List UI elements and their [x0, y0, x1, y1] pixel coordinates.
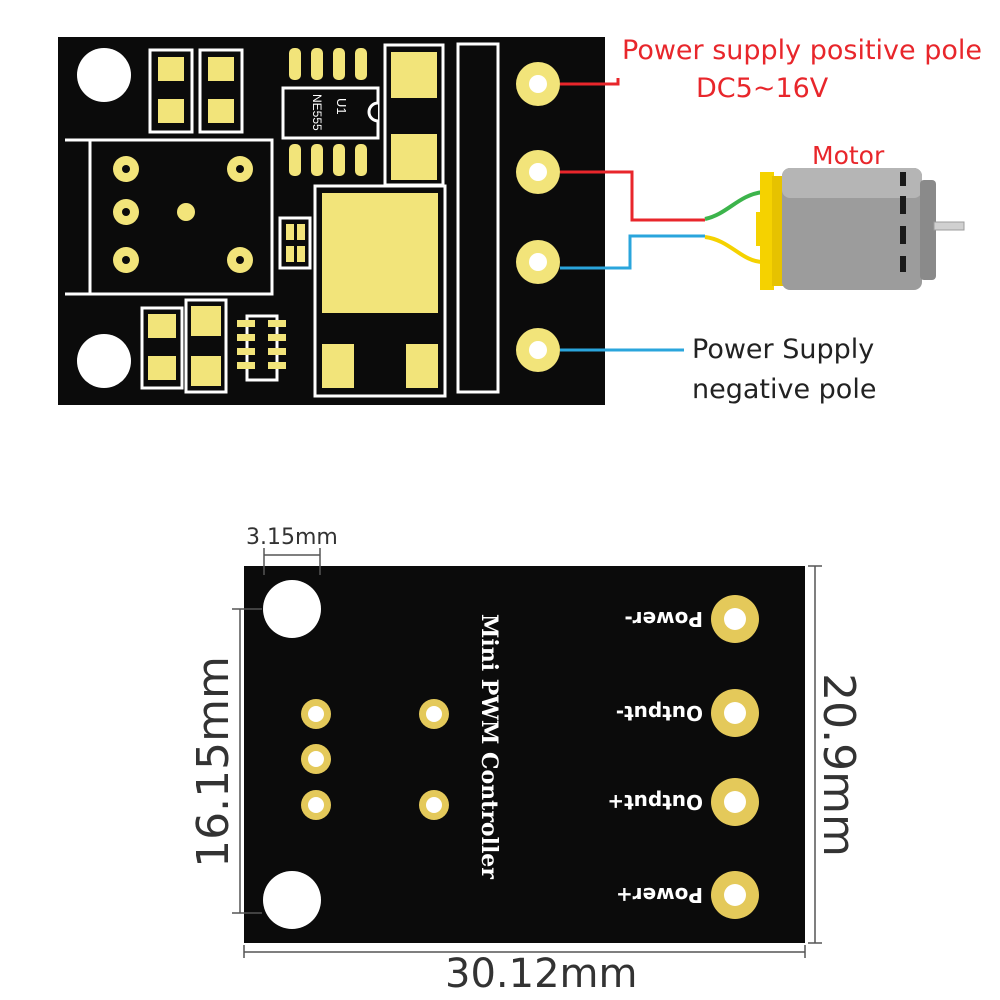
hole-dimension-label: 3.15mm	[246, 525, 338, 550]
positive-pole-label: Power supply positive pole	[622, 35, 982, 66]
soic-chip	[237, 314, 286, 382]
potentiometer-outline	[65, 138, 274, 296]
smd-resistor	[278, 216, 312, 270]
terminal-strip-outline	[456, 42, 500, 394]
board-width-dimension-label: 30.12mm	[445, 951, 638, 997]
wire-positive	[560, 78, 620, 86]
negative-pole-label-line2: negative pole	[692, 374, 877, 405]
motor-label: Motor	[812, 141, 885, 170]
wire-output-minus	[560, 234, 705, 270]
ne555-chip	[281, 48, 380, 176]
mosfet	[313, 184, 447, 398]
bottom-smd-pads	[140, 298, 228, 394]
mount-hole	[77, 48, 131, 102]
terminal-pads	[516, 62, 560, 372]
motor	[756, 168, 965, 290]
board-height-dimension-label: 20.9mm	[813, 673, 864, 857]
height-dimension-label: 16.15mm	[188, 656, 239, 868]
motor-lead-green	[704, 190, 764, 221]
negative-pole-label-line1: Power Supply	[692, 334, 875, 365]
chip-ref-label: U1	[334, 98, 349, 115]
voltage-label: DC5~16V	[696, 73, 829, 104]
smd-capacitor-pads	[148, 48, 244, 134]
wire-output-plus	[560, 170, 705, 222]
motor-lead-yellow	[704, 235, 764, 264]
chip-part-label: NE555	[310, 94, 324, 131]
mount-hole	[77, 334, 131, 388]
